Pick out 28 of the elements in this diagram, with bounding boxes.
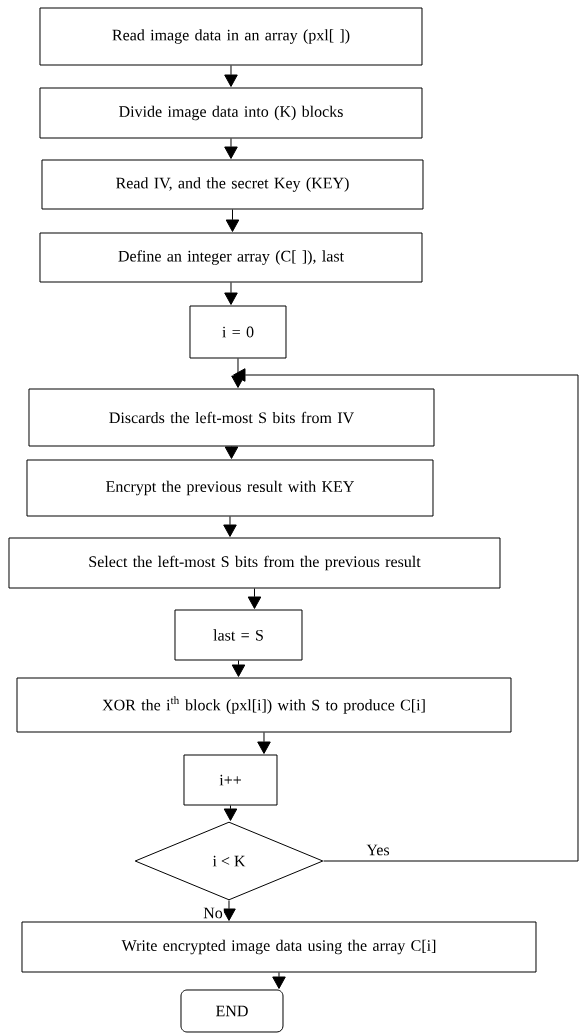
process-box: Read image data in an array (pxl[ ]) [39, 7, 423, 66]
arrow [257, 732, 271, 754]
arrow [225, 209, 240, 232]
arrow [223, 805, 238, 821]
arrow [222, 900, 236, 921]
arrow [247, 588, 262, 609]
arrow [231, 660, 246, 677]
arrow [224, 138, 238, 159]
process-box: Select the left-most S bits from the previous result [8, 537, 501, 589]
arrow [224, 65, 238, 87]
arrow [233, 368, 579, 862]
process-box: Read IV, and the secret Key (KEY) [41, 159, 424, 210]
arrow [223, 516, 237, 537]
edge-label: No [202, 906, 224, 920]
process-box: i++ [183, 754, 278, 806]
process-box: Divide image data into (K) blocks [39, 87, 423, 139]
process-box: XOR the i$^{th}$ block (pxl[i]) with S to produce C[i] [16, 677, 512, 733]
process-box: i = 0 [189, 305, 287, 359]
arrow [272, 972, 286, 989]
arrow [224, 446, 239, 459]
process-box: Define an integer array (C[ ]), last [39, 232, 423, 283]
edge-label: Yes [365, 843, 391, 857]
process-box: Encrypt the previous result with KEY [26, 459, 434, 517]
terminal-box: END [180, 989, 284, 1033]
arrow [224, 282, 238, 305]
process-box: last = S [174, 609, 303, 661]
process-box: Write encrypted image data using the array C[i] [21, 921, 537, 973]
process-box: Discards the left-most S bits from IV [28, 388, 435, 447]
